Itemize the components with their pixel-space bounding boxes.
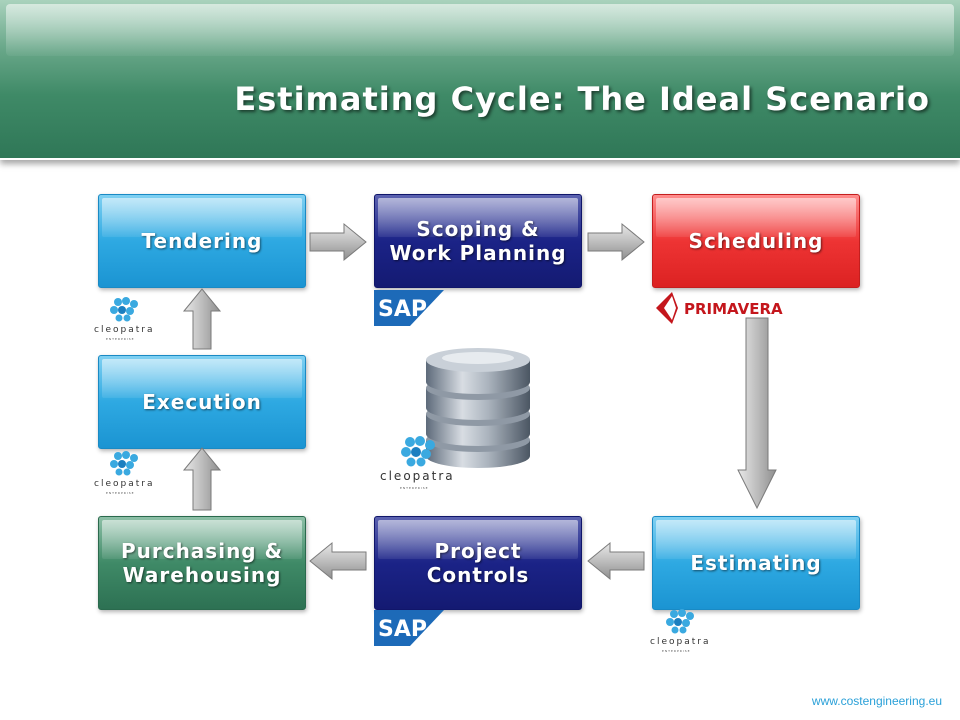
sap-logo-text: SAP (378, 617, 427, 642)
arrow-up-icon (182, 447, 222, 511)
primavera-logo: PRIMAVERA (656, 292, 783, 324)
sap-logo-text: SAP (378, 297, 427, 322)
step-purchasing: Purchasing & Warehousing (98, 516, 306, 610)
arrow-left-icon (309, 541, 367, 581)
arrow-right-icon (309, 222, 367, 262)
sap-logo: SAP (374, 610, 444, 646)
step-tendering: Tendering (98, 194, 306, 288)
arrow-left-icon (587, 541, 645, 581)
cleopatra-logo-text: cleopatra (650, 637, 710, 647)
cleopatra-tagline: ENTERPRISE (662, 649, 691, 653)
primavera-logo-text: PRIMAVERA (684, 300, 783, 318)
step-estimating-label: Estimating (690, 551, 822, 575)
step-scheduling: Scheduling (652, 194, 860, 288)
sap-logo: SAP (374, 290, 444, 326)
step-project-controls-label: Project Controls (426, 539, 530, 587)
cleopatra-logo-text: cleopatra (380, 469, 455, 483)
step-scheduling-label: Scheduling (688, 229, 824, 253)
cleopatra-logo: cleopatra ENTERPRISE (380, 436, 455, 490)
cleopatra-tagline: ENTERPRISE (106, 491, 135, 495)
step-purchasing-label: Purchasing & Warehousing (120, 539, 284, 587)
banner-gloss (6, 4, 954, 56)
cleopatra-logo: cleopatra ENTERPRISE (94, 451, 154, 495)
footer-url[interactable]: www.costengineering.eu (811, 694, 942, 708)
step-tendering-label: Tendering (141, 229, 263, 253)
database-icon (426, 348, 530, 468)
cleopatra-logo-text: cleopatra (94, 479, 154, 489)
title-banner: Estimating Cycle: The Ideal Scenario (0, 0, 960, 160)
cleopatra-tagline: ENTERPRISE (400, 486, 429, 490)
step-scoping: Scoping & Work Planning (374, 194, 582, 288)
step-scoping-label: Scoping & Work Planning (389, 217, 567, 265)
cleopatra-logo-text: cleopatra (94, 325, 154, 335)
step-estimating: Estimating (652, 516, 860, 610)
page-title: Estimating Cycle: The Ideal Scenario (234, 80, 930, 118)
cleopatra-logo: cleopatra ENTERPRISE (94, 297, 154, 341)
step-execution: Execution (98, 355, 306, 449)
arrow-down-icon (737, 317, 777, 510)
step-execution-label: Execution (142, 390, 262, 414)
cleopatra-tagline: ENTERPRISE (106, 337, 135, 341)
arrow-right-icon (587, 222, 645, 262)
arrow-up-icon (182, 288, 222, 350)
cleopatra-logo: cleopatra ENTERPRISE (650, 609, 710, 653)
step-project-controls: Project Controls (374, 516, 582, 610)
